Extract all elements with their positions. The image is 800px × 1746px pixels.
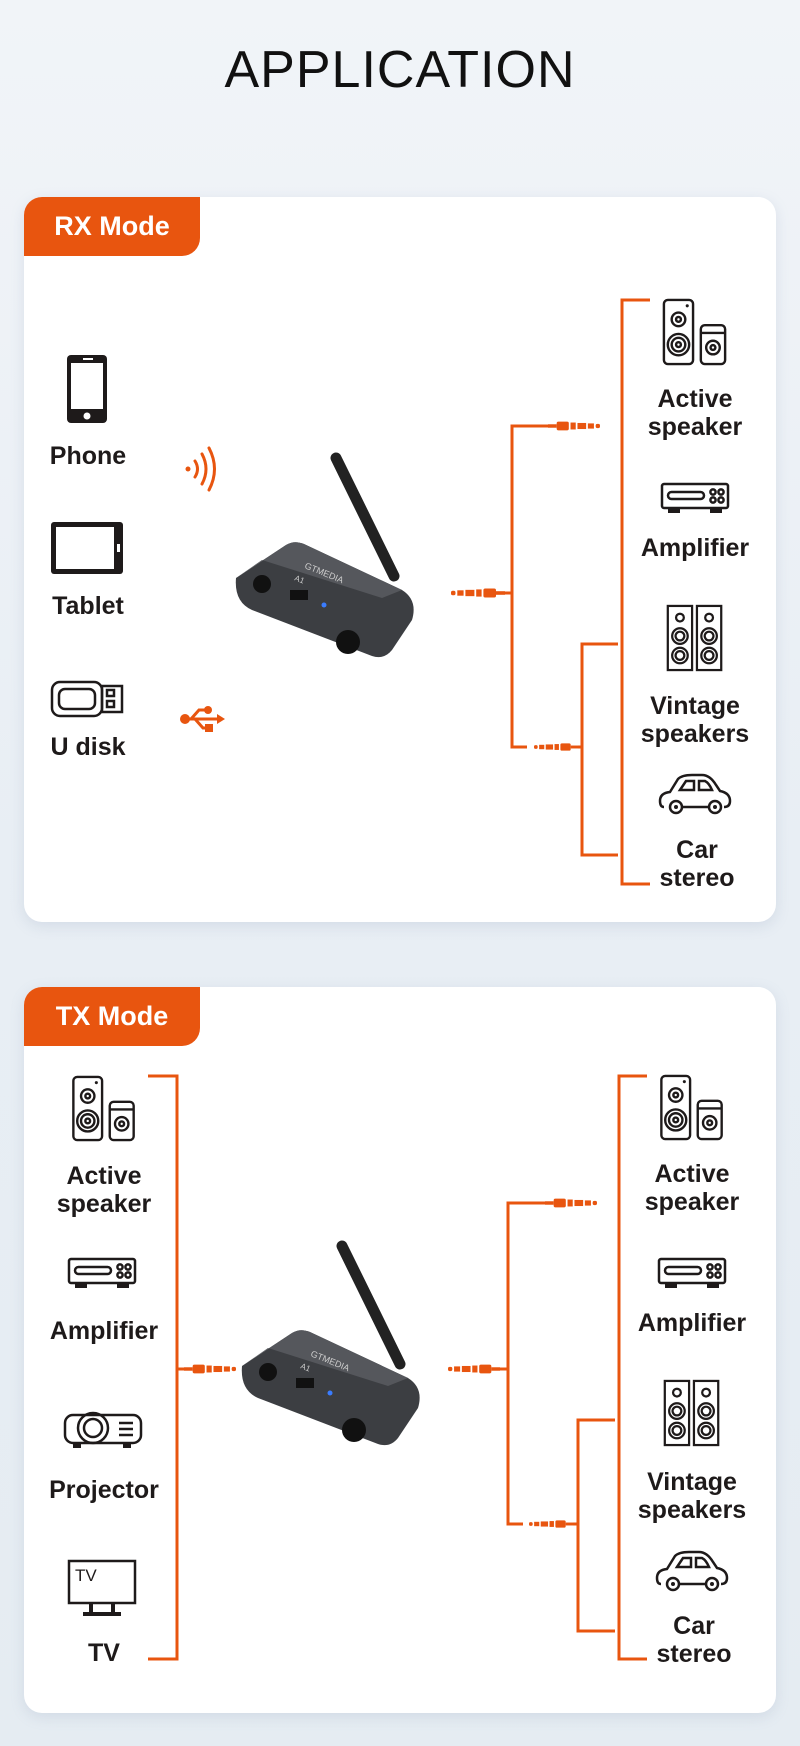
tx-mode-tab: TX Mode xyxy=(24,987,200,1046)
rx-mode-tab: RX Mode xyxy=(24,197,200,256)
tx-mode-card: TX Mode xyxy=(24,987,776,1713)
page-title: APPLICATION xyxy=(224,41,576,99)
rx-mode-card: RX Mode xyxy=(24,197,776,922)
